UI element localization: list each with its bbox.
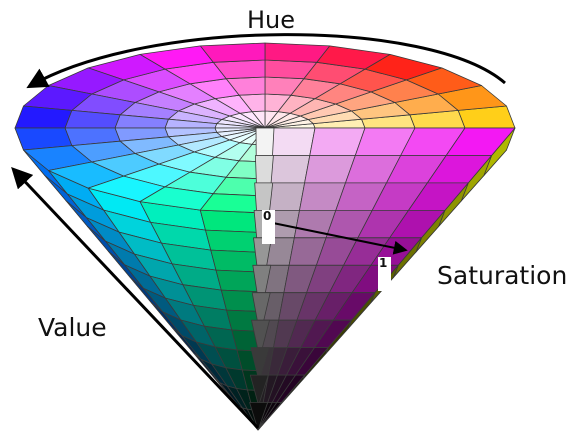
cutaway-magenta-face: [257, 402, 282, 431]
value-axis-cell: [254, 182, 274, 211]
saturation-one-marker: 1: [378, 257, 391, 291]
saturation-zero-marker: 0: [262, 210, 275, 244]
hue-arrow: [26, 33, 506, 89]
value-label: Value: [38, 313, 107, 342]
hue-disk-cell: [14, 105, 73, 129]
cone-top-hue-disk: [14, 42, 516, 214]
value-arrow: [11, 166, 260, 430]
value-axis-cell: [249, 402, 269, 431]
value-axis-cell: [255, 127, 275, 156]
hue-label: Hue: [247, 6, 296, 34]
saturation-arrow: [267, 221, 408, 255]
value-axis-cell: [254, 155, 274, 184]
saturation-label: Saturation: [437, 261, 568, 290]
